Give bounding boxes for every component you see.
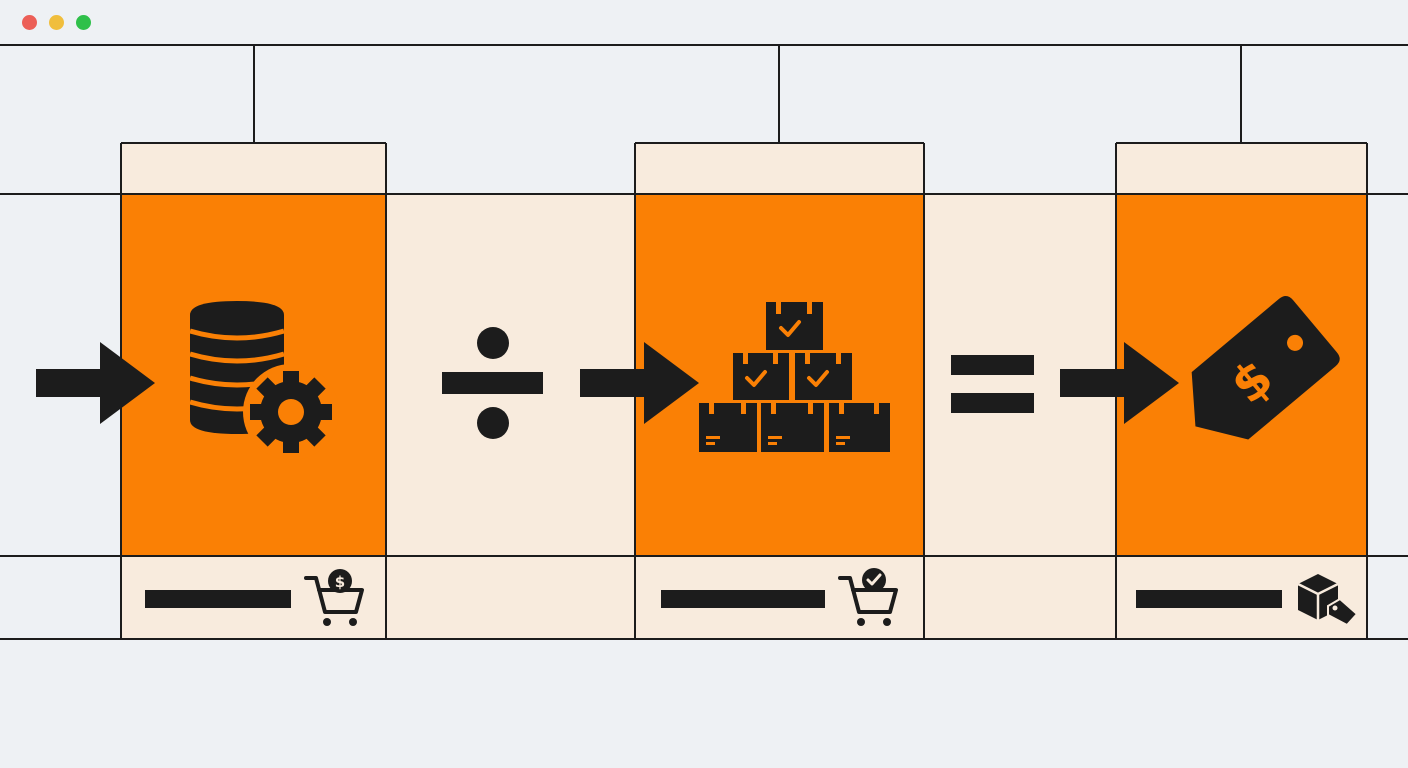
stage-1-header-cell xyxy=(121,143,386,194)
maximize-button[interactable] xyxy=(76,15,91,30)
stage-1-footer-bar xyxy=(145,590,291,608)
minimize-button[interactable] xyxy=(49,15,64,30)
price-tag-dollar-icon: $ xyxy=(1191,295,1340,440)
svg-text:$: $ xyxy=(335,573,345,591)
database-gear-icon xyxy=(189,301,339,460)
divide-icon xyxy=(442,327,543,439)
stage-3-header-cell xyxy=(1116,143,1367,194)
stage-2-footer-bar xyxy=(661,590,825,608)
cart-dollar-icon: $ xyxy=(304,569,364,626)
stage-3-footer-bar xyxy=(1136,590,1282,608)
box-tag-icon xyxy=(1297,574,1359,627)
arrow-right-icon xyxy=(1060,342,1179,424)
arrow-right-icon xyxy=(580,342,699,424)
title-bar xyxy=(0,0,1408,46)
stacked-boxes-check-icon xyxy=(699,302,890,452)
equals-icon xyxy=(951,355,1034,413)
close-button[interactable] xyxy=(22,15,37,30)
stage-2-header-cell xyxy=(635,143,924,194)
arrow-right-icon xyxy=(36,342,155,424)
grid-lines xyxy=(0,46,1408,640)
cart-check-icon xyxy=(838,568,898,626)
